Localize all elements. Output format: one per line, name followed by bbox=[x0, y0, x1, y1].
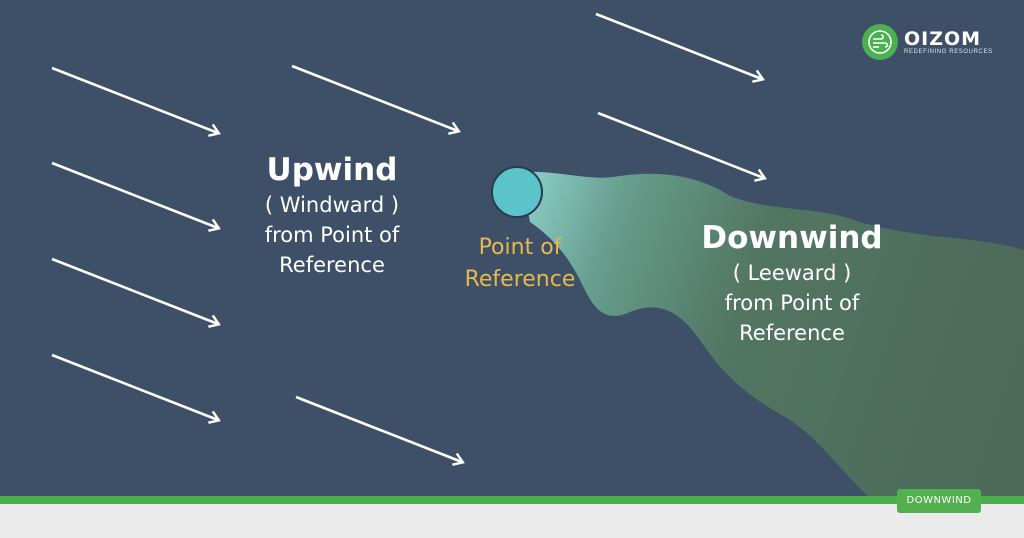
brand-tagline: REDEFINING RESOURCES bbox=[904, 49, 993, 55]
brand-logo[interactable]: OIZOM REDEFINING RESOURCES bbox=[862, 24, 993, 60]
arrow-icon bbox=[51, 257, 218, 324]
arrow-icon bbox=[291, 64, 458, 131]
footer-strip bbox=[0, 504, 1024, 538]
arrow-icon bbox=[595, 12, 762, 79]
point-of-reference-text: Point of bbox=[478, 235, 562, 260]
arrow-icon bbox=[51, 66, 218, 133]
downwind-heading: Downwind bbox=[701, 220, 883, 256]
upwind-subtitle: from Point of bbox=[264, 223, 400, 247]
footer-accent-bar bbox=[0, 496, 1024, 504]
point-of-reference-text: Reference bbox=[464, 267, 576, 292]
arrow-icon bbox=[51, 161, 218, 228]
downwind-subtitle: Reference bbox=[739, 321, 845, 345]
upwind-label: Upwind ( Windward ) from Point of Refere… bbox=[222, 150, 442, 280]
arrow-icon bbox=[597, 111, 764, 178]
arrow-icon bbox=[295, 395, 462, 462]
downwind-label: Downwind ( Leeward ) from Point of Refer… bbox=[672, 218, 912, 348]
point-of-reference-label: Point of Reference bbox=[448, 232, 592, 296]
pollution-plume bbox=[520, 171, 1024, 498]
arrow-icon bbox=[51, 353, 218, 420]
upwind-subtitle: Reference bbox=[279, 253, 385, 277]
brand-wordmark: OIZOM REDEFINING RESOURCES bbox=[904, 29, 993, 55]
wind-arrows bbox=[51, 12, 764, 462]
upwind-heading: Upwind bbox=[266, 152, 398, 188]
upwind-subtitle: ( Windward ) bbox=[264, 193, 400, 217]
downwind-badge: DOWNWIND bbox=[897, 489, 981, 513]
downwind-subtitle: ( Leeward ) bbox=[732, 261, 852, 285]
brand-name: OIZOM bbox=[904, 28, 982, 50]
point-of-reference-marker bbox=[491, 166, 543, 218]
oizom-logo-icon bbox=[862, 24, 898, 60]
downwind-subtitle: from Point of bbox=[724, 291, 860, 315]
